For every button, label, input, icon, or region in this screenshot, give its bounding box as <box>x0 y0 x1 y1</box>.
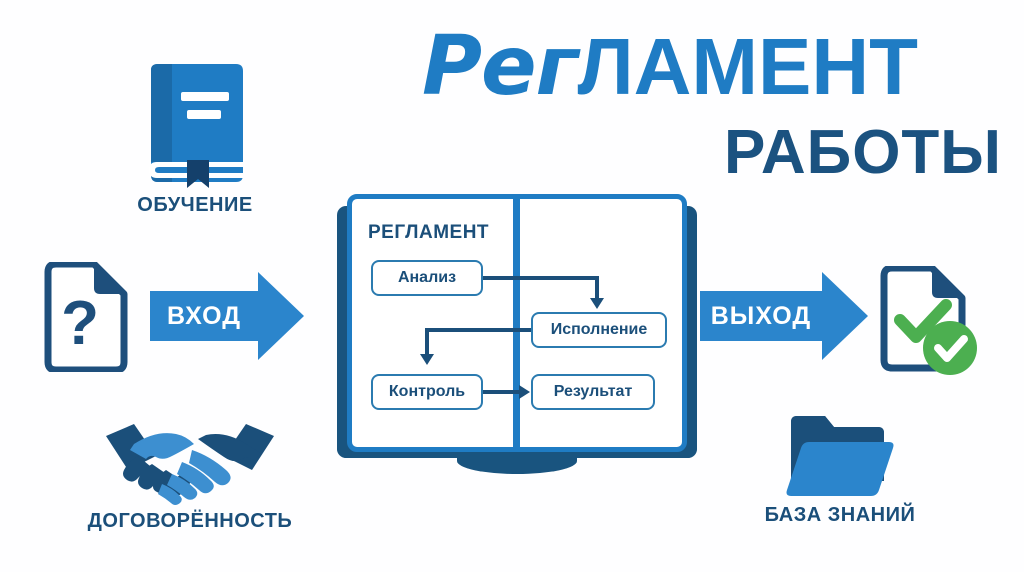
connector-analiz-down <box>595 276 599 300</box>
arrow-output-head <box>822 272 868 360</box>
flow-box-kontrol[interactable]: Контроль <box>371 374 483 410</box>
icon-block-document-question: ? <box>40 262 132 372</box>
book-heading: РЕГЛАМЕНТ <box>368 222 490 243</box>
connector-analiz-right <box>483 276 599 280</box>
closed-book-icon <box>149 64 243 188</box>
book-spine-foot <box>457 448 577 474</box>
flow-box-rezultat[interactable]: Результат <box>531 374 655 410</box>
document-question-icon: ? <box>44 262 128 372</box>
page-title: РегЛАМЕНТ <box>330 26 1010 108</box>
document-check-icon <box>880 266 977 375</box>
arrow-input-head <box>258 272 304 360</box>
arrow-input-label: ВХОД <box>150 291 258 341</box>
icon-label-dogovorennost: ДОГОВОРЁННОСТЬ <box>87 510 293 532</box>
icon-block-obuchenie: ОБУЧЕНИЕ <box>80 62 310 217</box>
page-subtitle: РАБОТЫ <box>723 118 1002 187</box>
arrowhead-to-rezultat <box>519 385 530 399</box>
icon-block-baza-znaniy: БАЗА ЗНАНИЙ <box>715 412 965 527</box>
flow-box-ispolnenie[interactable]: Исполнение <box>531 312 667 348</box>
icon-block-dogovorennost: ДОГОВОРЁННОСТЬ <box>55 420 325 533</box>
icon-block-document-check <box>876 266 980 378</box>
arrowhead-to-ispolnenie <box>590 298 604 309</box>
handshake-icon <box>106 424 274 505</box>
arrow-output-label: ВЫХОД <box>700 291 822 341</box>
title-script-part: Рег <box>421 19 579 114</box>
connector-kontrol-rezultat <box>483 390 523 394</box>
title-block: РегЛАМЕНТ РАБОТЫ <box>330 26 1010 186</box>
flow-box-analiz[interactable]: Анализ <box>371 260 483 296</box>
arrow-input: ВХОД <box>150 272 304 360</box>
open-book-diagram: РЕГЛАМЕНТ Анализ Исполнение Контроль Рез… <box>337 188 697 484</box>
connector-ispoln-down <box>425 328 429 356</box>
arrow-output: ВЫХОД <box>700 272 868 360</box>
title-bold-part: ЛАМЕНТ <box>577 22 919 111</box>
icon-label-obuchenie: ОБУЧЕНИЕ <box>137 194 253 216</box>
open-folder-icon <box>786 416 894 496</box>
icon-label-baza-znaniy: БАЗА ЗНАНИЙ <box>764 504 916 526</box>
connector-ispoln-left <box>425 328 533 332</box>
svg-text:?: ? <box>61 289 99 358</box>
book-spine <box>513 198 520 450</box>
arrowhead-to-kontrol <box>420 354 434 365</box>
